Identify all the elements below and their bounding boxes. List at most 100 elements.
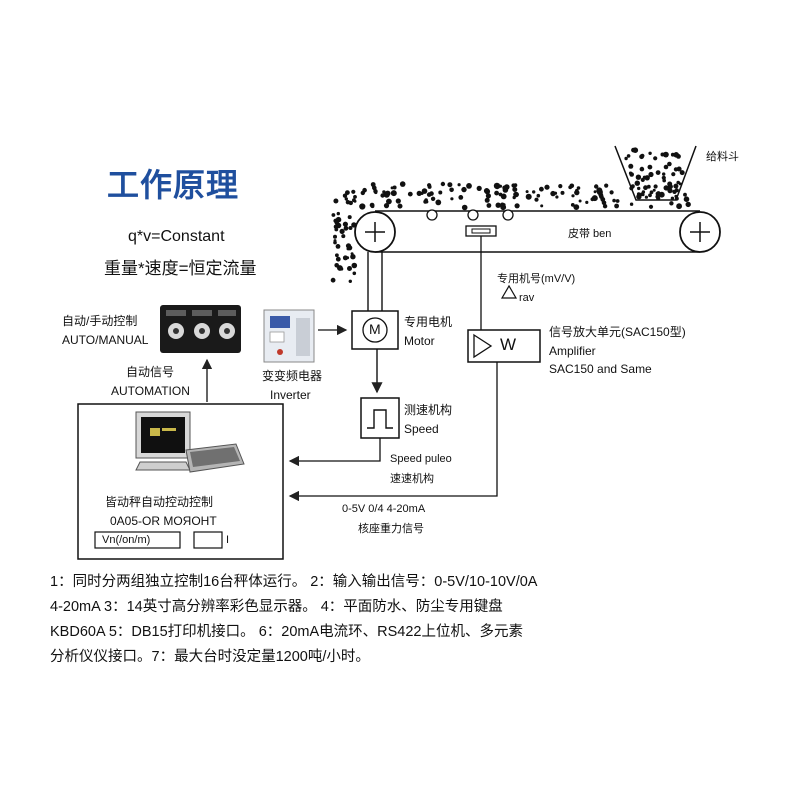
hopper-particle <box>629 172 632 175</box>
inverter-device <box>264 310 314 362</box>
material-particle <box>334 239 337 242</box>
note-line: 1：同时分两组独立控制16台秤体运行。 2：输入输出信号：0-5V/10-10V… <box>50 570 770 595</box>
material-particle <box>537 194 541 198</box>
material-particle <box>604 184 608 188</box>
material-particle <box>671 197 674 200</box>
material-particle <box>349 201 353 205</box>
material-particle <box>336 257 341 262</box>
material-particle <box>496 203 501 208</box>
material-particle <box>579 200 582 203</box>
hopper-particle <box>639 154 644 159</box>
material-particle <box>362 188 367 193</box>
hopper-particle <box>645 196 648 199</box>
material-particle <box>494 191 499 196</box>
motor-label-cn: 专用电机 <box>404 314 452 331</box>
material-particle <box>340 229 345 234</box>
material-particle <box>335 220 339 224</box>
material-particle <box>353 195 357 199</box>
automation-label-en: AUTOMATION <box>111 383 190 400</box>
note-line: 分析仪仪接口。7：最大台时没定量1200吨/小时。 <box>50 645 770 670</box>
hopper-particle <box>637 187 640 190</box>
hopper-particle <box>667 182 672 187</box>
material-particle <box>351 252 354 255</box>
material-particle <box>494 183 500 189</box>
material-particle <box>385 191 391 197</box>
material-particle <box>487 203 492 208</box>
hopper-particle <box>633 147 639 153</box>
material-particle <box>337 265 343 271</box>
material-particle <box>349 226 353 230</box>
material-particle <box>347 247 350 250</box>
material-particle <box>685 198 688 201</box>
material-particle <box>612 199 616 203</box>
material-particle <box>503 187 509 193</box>
load-cell <box>466 226 496 236</box>
material-particle <box>380 193 384 197</box>
motor-symbol: M <box>369 321 381 337</box>
material-particle <box>653 189 656 192</box>
material-particle <box>352 198 356 202</box>
material-particle <box>614 204 619 209</box>
material-particle <box>558 184 562 188</box>
material-particle <box>458 183 461 186</box>
material-particle <box>351 190 355 194</box>
material-particle <box>333 199 338 204</box>
material-particle <box>526 190 529 193</box>
material-particle <box>435 200 441 206</box>
amp-symbol: W <box>500 335 516 355</box>
hopper <box>615 146 696 200</box>
formula: q*v=Constant <box>128 228 225 246</box>
hopper-particle <box>674 167 678 171</box>
material-particle <box>515 203 520 208</box>
material-particle <box>447 182 452 187</box>
material-particle <box>438 191 442 195</box>
material-particle <box>371 204 375 208</box>
material-particle <box>393 186 397 190</box>
material-particle <box>641 193 644 196</box>
material-particle <box>571 194 574 197</box>
hopper-particle <box>624 157 627 160</box>
material-particle <box>386 199 392 205</box>
material-particle <box>352 263 358 269</box>
hopper-particle <box>676 181 680 185</box>
material-particle <box>544 185 549 190</box>
formula-cn: 重量*速度=恒定流量 <box>104 254 257 279</box>
material-particle <box>650 190 654 194</box>
material-particle <box>568 185 572 189</box>
material-particle <box>555 195 558 198</box>
material-particle <box>408 192 413 197</box>
material-particle <box>353 272 357 276</box>
hopper-particle <box>647 185 651 189</box>
material-particle <box>359 203 365 209</box>
material-particle <box>428 185 432 189</box>
amp-label-cn: 信号放大单元(SAC150型) <box>549 324 686 341</box>
material-particle <box>649 205 653 209</box>
sensor-symbol-label: rav <box>519 291 534 306</box>
hopper-particle <box>667 162 672 167</box>
material-particle <box>656 196 660 200</box>
material-particle <box>374 191 377 194</box>
motor-label-en: Motor <box>404 333 435 350</box>
hopper-particle <box>648 152 651 155</box>
material-particle <box>423 200 427 204</box>
material-particle <box>526 194 532 200</box>
auto-manual-label-en: AUTO/MANUAL <box>62 332 148 349</box>
hopper-particle <box>671 172 675 176</box>
material-particle <box>573 204 579 210</box>
material-particle <box>669 201 673 205</box>
material-particle <box>400 181 406 187</box>
hopper-particle <box>662 176 666 180</box>
hopper-particle <box>680 170 685 175</box>
signal-label-cn: 核座重力信号 <box>358 522 424 537</box>
hopper-particle <box>635 181 640 186</box>
material-particle <box>348 215 352 219</box>
hopper-particle <box>673 184 678 189</box>
material-particle <box>511 183 515 187</box>
material-particle <box>341 234 345 238</box>
material-particle <box>502 203 505 206</box>
hopper-particle <box>628 164 633 169</box>
material-particle <box>485 198 490 203</box>
speed-label-cn: 测速机构 <box>404 402 452 419</box>
note-line: 4-20mA 3：14英寸高分辨率彩色显示器。 4：平面防水、防尘专用键盘 <box>50 595 770 620</box>
